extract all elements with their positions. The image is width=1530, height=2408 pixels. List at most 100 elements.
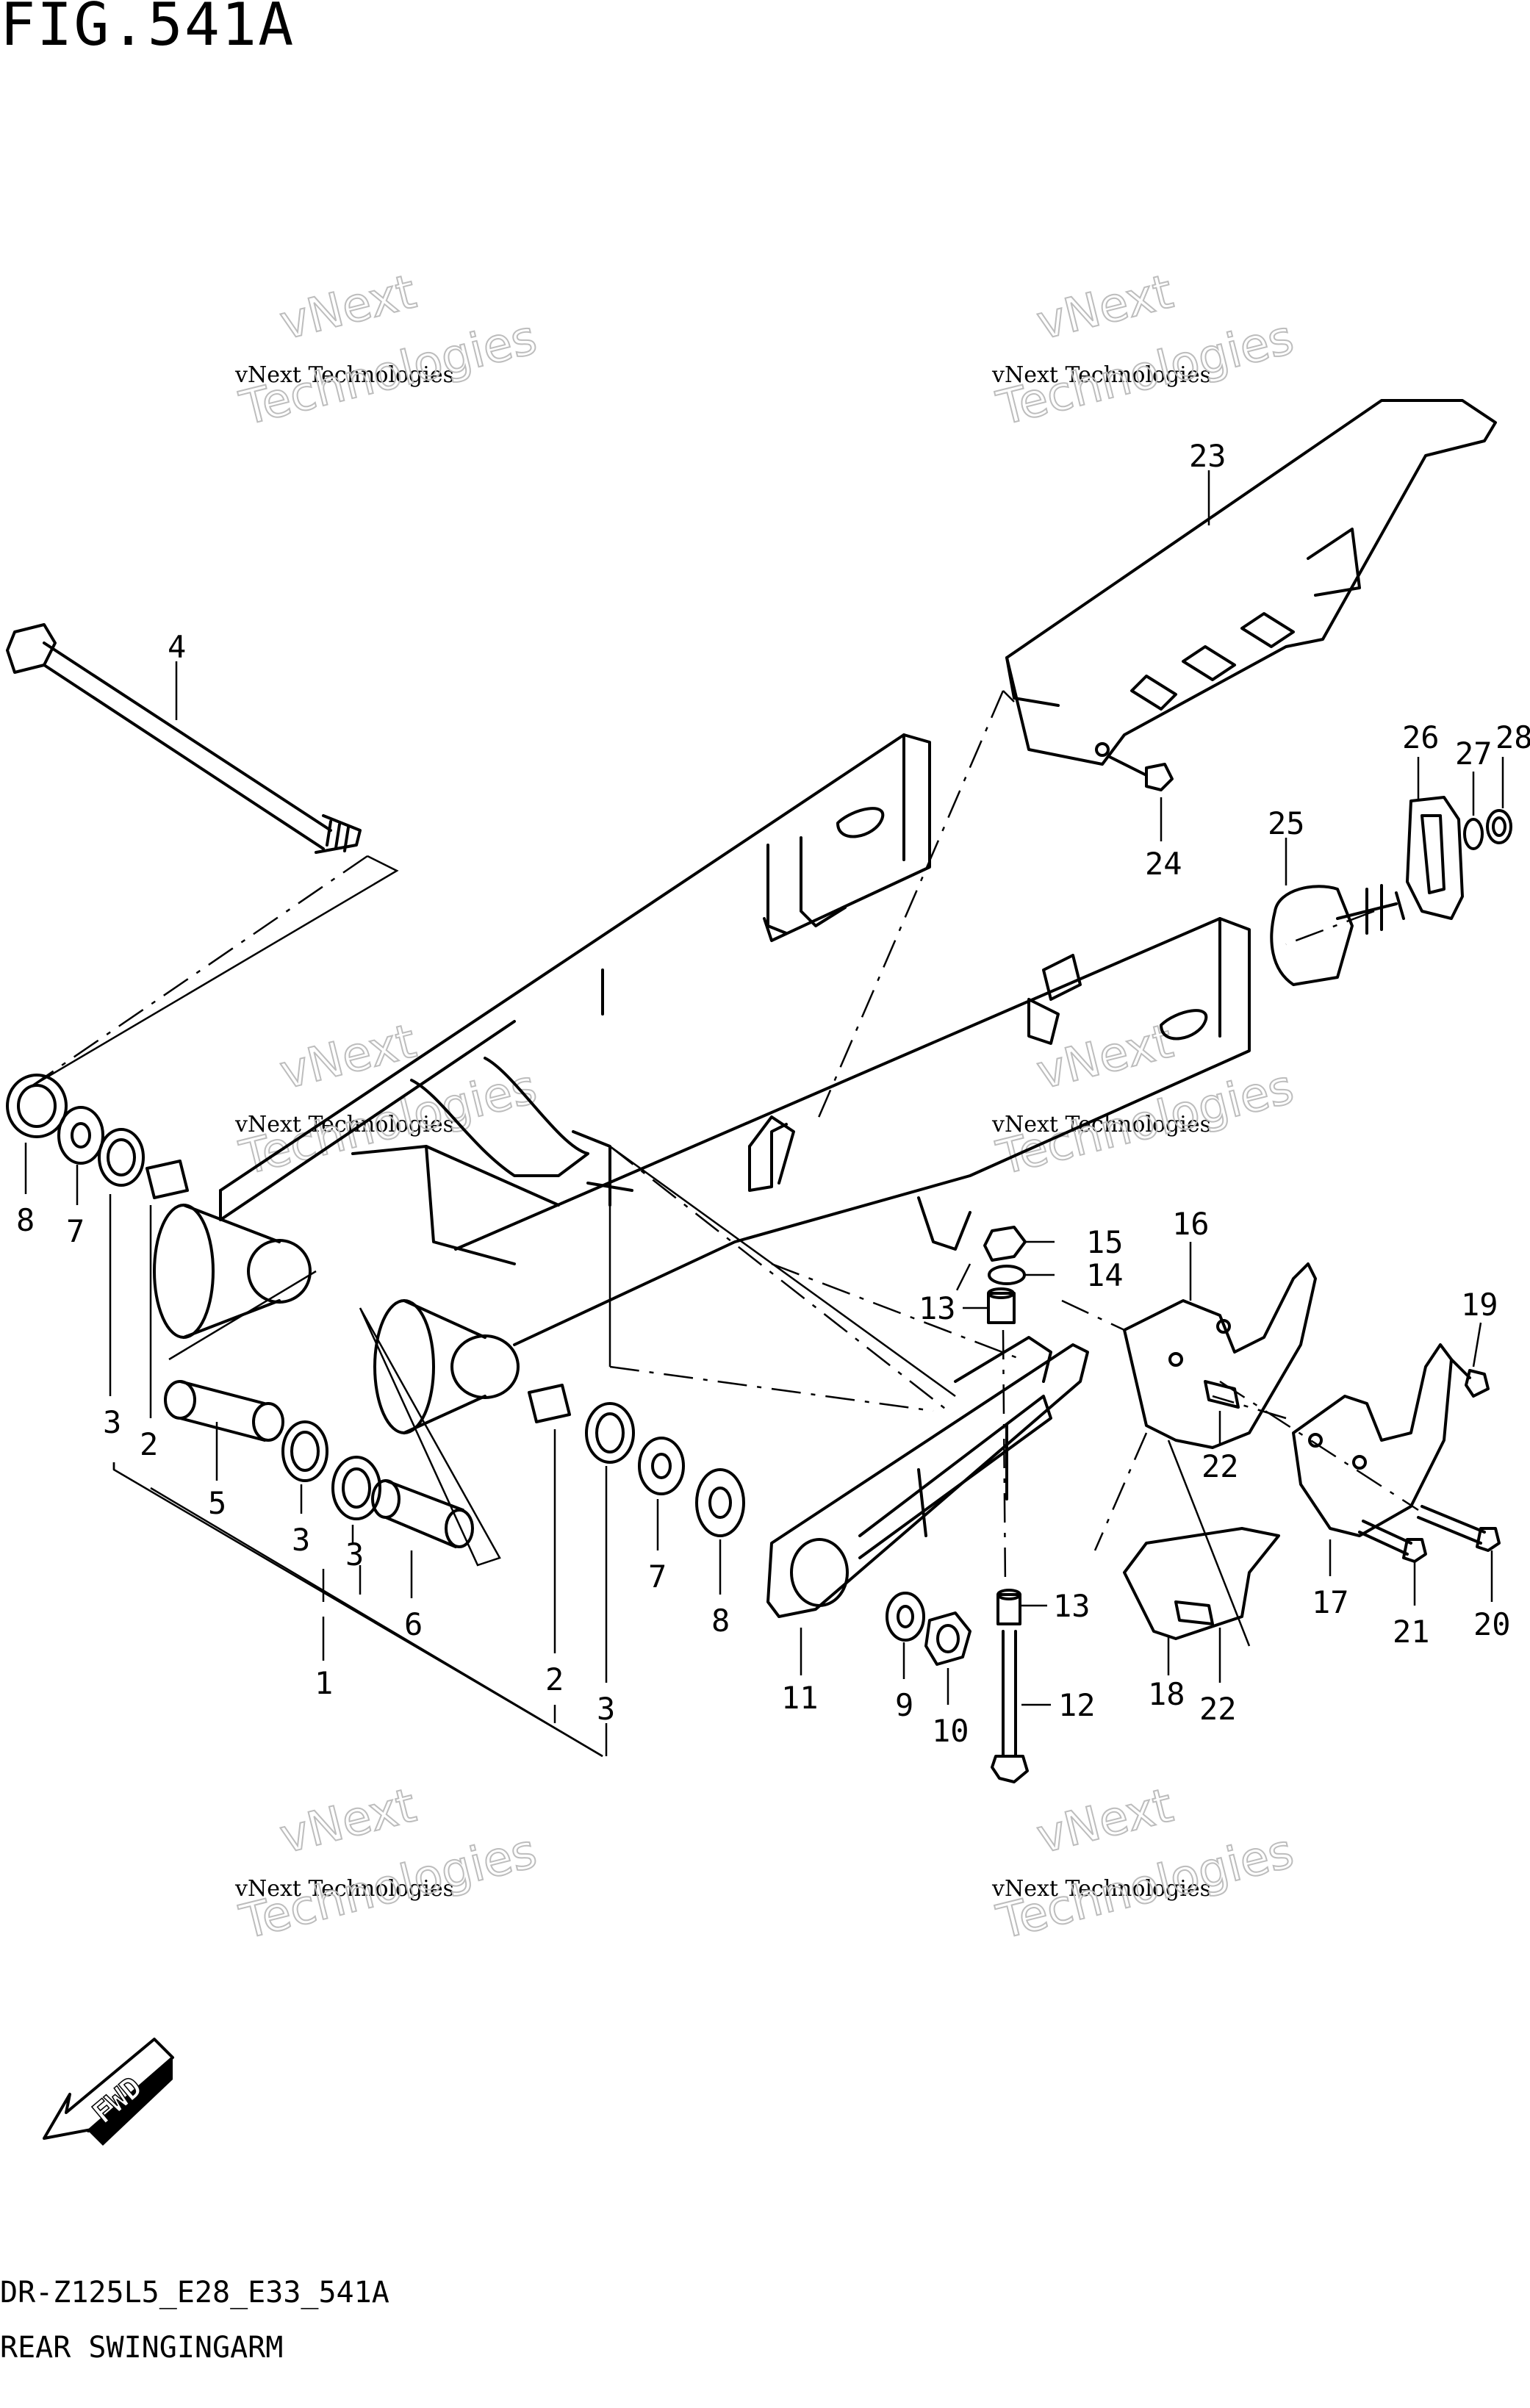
part-13-collar-bottom [996, 1589, 1021, 1625]
callout-6: 6 [404, 1606, 423, 1642]
callout-17: 17 [1312, 1584, 1349, 1620]
callout-13-top: 13 [919, 1290, 956, 1326]
part-17-bracket [1292, 1343, 1453, 1537]
bracket-line-1 [112, 1462, 603, 1758]
leader-19 [1472, 1322, 1482, 1367]
part-5-spacer [164, 1380, 284, 1442]
watermark-top-left: vNext vNext Technologies Technologies [234, 264, 543, 437]
part-24-bolt [1108, 755, 1174, 791]
part-21-bolt [1358, 1520, 1427, 1563]
figure-name: REAR SWINGINGARM [0, 2331, 284, 2365]
callout-20: 20 [1473, 1606, 1511, 1642]
part-27-washer [1463, 818, 1484, 850]
callout-7-left: 7 [66, 1213, 85, 1249]
part-7-washer-left [57, 1106, 104, 1165]
callout-4: 4 [168, 629, 186, 665]
watermark-bottom-right: vNext vNext Technologies Technologies [991, 1778, 1300, 1951]
callout-22-lower: 22 [1199, 1691, 1237, 1727]
part-3-bearing-b [331, 1456, 381, 1520]
callout-5: 5 [208, 1485, 226, 1521]
callout-18: 18 [1148, 1676, 1185, 1712]
watermark-mid-left-small: vNext Technologies [234, 1112, 454, 1137]
callout-8-left: 8 [16, 1202, 35, 1238]
watermark-top-right: vNext vNext Technologies Technologies [991, 264, 1300, 437]
part-18-slider-block [1123, 1527, 1280, 1640]
part-12-bolt [991, 1630, 1029, 1783]
watermark-top-right-big1: vNext [1032, 265, 1178, 351]
callout-7-right: 7 [648, 1559, 667, 1595]
part-14-washer [988, 1265, 1026, 1285]
part-11-chain-slider [766, 1336, 1089, 1618]
watermark-bottom-left: vNext vNext Technologies Technologies [234, 1778, 543, 1951]
watermark-bottom-left-big2: Technologies [235, 1824, 542, 1950]
leader-lines [24, 470, 1504, 1758]
callout-12: 12 [1058, 1687, 1096, 1723]
part-8-seal-right [695, 1468, 745, 1537]
part-8-seal-left [6, 1074, 68, 1138]
part-15-nut [983, 1226, 1027, 1262]
watermark-bottom-right-small: vNext Technologies [991, 1876, 1211, 1902]
watermark-bottom-left-small: vNext Technologies [234, 1876, 454, 1902]
part-19-bolt [1450, 1358, 1490, 1398]
part-3-bearing-right [585, 1402, 635, 1464]
callout-2-left: 2 [140, 1426, 158, 1462]
callout-24: 24 [1145, 846, 1182, 882]
watermark-bottom-left-big1: vNext [275, 1778, 421, 1864]
callout-3-left: 3 [103, 1404, 121, 1440]
callout-3-right: 3 [597, 1691, 615, 1727]
part-10-nut [924, 1611, 971, 1666]
callout-13-bottom: 13 [1053, 1588, 1091, 1624]
callout-1: 1 [315, 1665, 333, 1701]
callout-9: 9 [895, 1687, 913, 1723]
watermark-mid-left-big1: vNext [275, 1014, 421, 1100]
callout-21: 21 [1393, 1614, 1430, 1650]
watermark-top-left-big1: vNext [275, 265, 421, 351]
callout-2-right: 2 [545, 1661, 564, 1697]
part-22-pin-lower [1174, 1600, 1214, 1625]
part-1-swingarm [153, 733, 1251, 1434]
callout-3b: 3 [345, 1537, 364, 1573]
callout-28: 28 [1495, 719, 1530, 755]
part-23-chain-guard [1005, 399, 1497, 766]
callout-23: 23 [1189, 438, 1226, 474]
part-22-pin-upper [1204, 1380, 1240, 1409]
callout-10: 10 [932, 1713, 969, 1749]
watermark-bottom-right-big2: Technologies [992, 1824, 1299, 1950]
watermark-top-left-small: vNext Technologies [234, 362, 454, 388]
callout-16: 16 [1172, 1206, 1210, 1242]
part-16-bracket [1123, 1262, 1317, 1449]
part-25-adjuster-plate [1270, 884, 1405, 986]
callout-19: 19 [1461, 1287, 1498, 1323]
part-2-collar-right [528, 1384, 571, 1423]
fwd-arrow-icon: FWD [43, 2038, 174, 2146]
callout-8-right: 8 [711, 1603, 730, 1639]
watermark-top-right-big2: Technologies [992, 310, 1299, 436]
part-4-pivot-bolt [6, 623, 362, 854]
part-20-bolt [1417, 1505, 1501, 1552]
watermark-bottom-right-big1: vNext [1032, 1778, 1178, 1864]
watermark-top-left-big2: Technologies [235, 310, 542, 436]
figure-code: DR-Z125L5_E28_E33_541A [0, 2276, 389, 2310]
watermark-mid-right-big2: Technologies [992, 1060, 1299, 1186]
callout-11: 11 [781, 1680, 819, 1716]
part-7-washer-right [638, 1437, 685, 1495]
watermark-top-right-small: vNext Technologies [991, 362, 1211, 388]
part-26-block [1406, 796, 1464, 920]
figure-title: FIG.541A [0, 0, 295, 59]
callout-22-upper: 22 [1202, 1448, 1239, 1484]
watermark-group: vNext vNext Technologies Technologies vN… [234, 264, 1300, 1951]
callout-26: 26 [1402, 719, 1440, 755]
callout-25: 25 [1268, 805, 1305, 841]
callout-15: 15 [1086, 1224, 1124, 1260]
part-13-collar-top [987, 1287, 1016, 1324]
part-9-washer [886, 1592, 925, 1642]
part-3-bearing-a [281, 1420, 328, 1482]
callout-3a: 3 [292, 1522, 310, 1558]
callout-labels: 1 2 2 3 3 3 3 4 5 6 7 7 8 8 9 10 11 12 1… [16, 438, 1530, 1749]
part-6-spacer [371, 1479, 474, 1548]
part-2-collar-left [146, 1160, 189, 1199]
part-28-nut [1486, 809, 1512, 844]
assembly-lines [29, 690, 1419, 1588]
